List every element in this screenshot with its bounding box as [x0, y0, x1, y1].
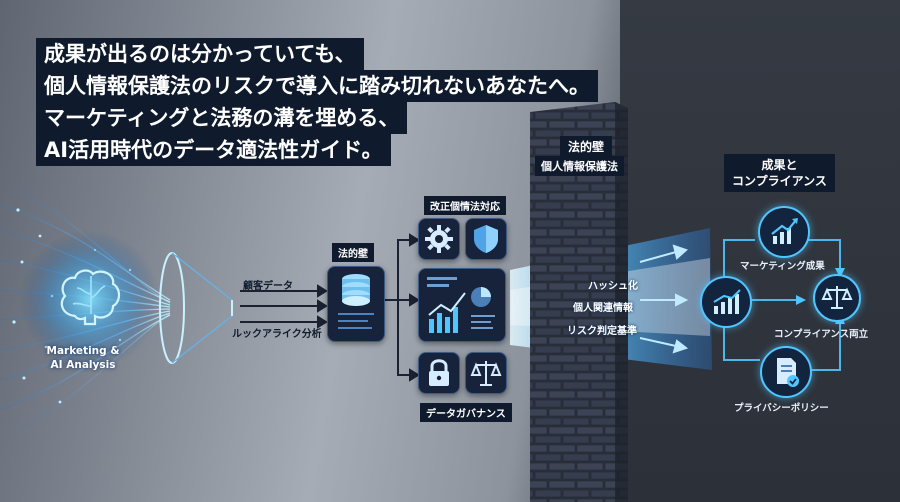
- heading-line-4: AI活用時代のデータ適法性ガイド。: [36, 134, 391, 166]
- node-label-privacy-policy: プライバシーポリシー: [734, 403, 829, 414]
- gear-tile: [418, 218, 460, 260]
- heading-line-1: 成果が出るのは分かっていても、: [36, 38, 364, 70]
- ai-label-line2: AI Analysis: [50, 359, 116, 371]
- ai-analysis-label: Marketing & AI Analysis: [28, 344, 138, 372]
- ai-label-line1: Marketing &: [46, 345, 120, 357]
- funnel: [159, 252, 233, 364]
- data-governance-label: データガバナンス: [420, 403, 512, 422]
- wall-subtitle: 個人情報保護法: [535, 156, 624, 176]
- input-label-customer-data: 顧客データ: [243, 281, 293, 292]
- database-tile: [327, 266, 385, 342]
- lock-tile: [418, 352, 460, 394]
- heading-line-3: マーケティングと法務の溝を埋める、: [36, 102, 408, 134]
- gear-icon: [425, 225, 453, 253]
- scales-icon: [470, 361, 502, 386]
- result-title: 成果と コンプライアンス: [724, 154, 835, 192]
- node-label-compliance: コンプライアンス両立: [774, 329, 869, 340]
- input-label-lookalike: ルックアライク分析: [232, 329, 322, 340]
- input-arrows: [240, 284, 328, 329]
- result-title-line2: コンプライアンス: [732, 174, 827, 188]
- lock-icon: [429, 359, 449, 386]
- law-compliance-label: 改正個情法対応: [424, 196, 506, 215]
- document-check-icon: [777, 358, 799, 387]
- shield-tile: [465, 218, 507, 260]
- shield-icon: [474, 225, 498, 253]
- scales-icon: [821, 286, 853, 309]
- database-icon: [338, 274, 374, 329]
- growth-chart-icon: [771, 218, 798, 244]
- network-connectors: [723, 239, 841, 371]
- beam-label-risk-criteria: リスク判定基準: [567, 326, 637, 337]
- result-title-line1: 成果と: [761, 158, 798, 172]
- beam-label-hashing: ハッシュ化: [588, 281, 638, 292]
- brain-icon: [60, 269, 121, 326]
- dashboard-tile: [418, 268, 506, 342]
- bar-chart-icon: [713, 289, 741, 314]
- db-label: 法的壁: [332, 243, 374, 262]
- brick-wall: [530, 102, 628, 502]
- node-label-marketing: マーケティング成果: [740, 261, 825, 272]
- marketing-node: [758, 206, 810, 258]
- compliance-node: [813, 274, 861, 322]
- privacy-node: [760, 346, 812, 398]
- beam-label-personal-related: 個人関連情報: [573, 303, 633, 314]
- hub-node: [700, 276, 752, 328]
- scales-tile: [465, 352, 507, 394]
- dashboard-icon: [427, 277, 495, 333]
- branch-arrows: [385, 233, 420, 382]
- wall-title: 法的壁: [560, 136, 613, 157]
- beam-arrows: [639, 244, 689, 354]
- heading-line-2: 個人情報保護法のリスクで導入に踏み切れないあなたへ。: [36, 70, 598, 102]
